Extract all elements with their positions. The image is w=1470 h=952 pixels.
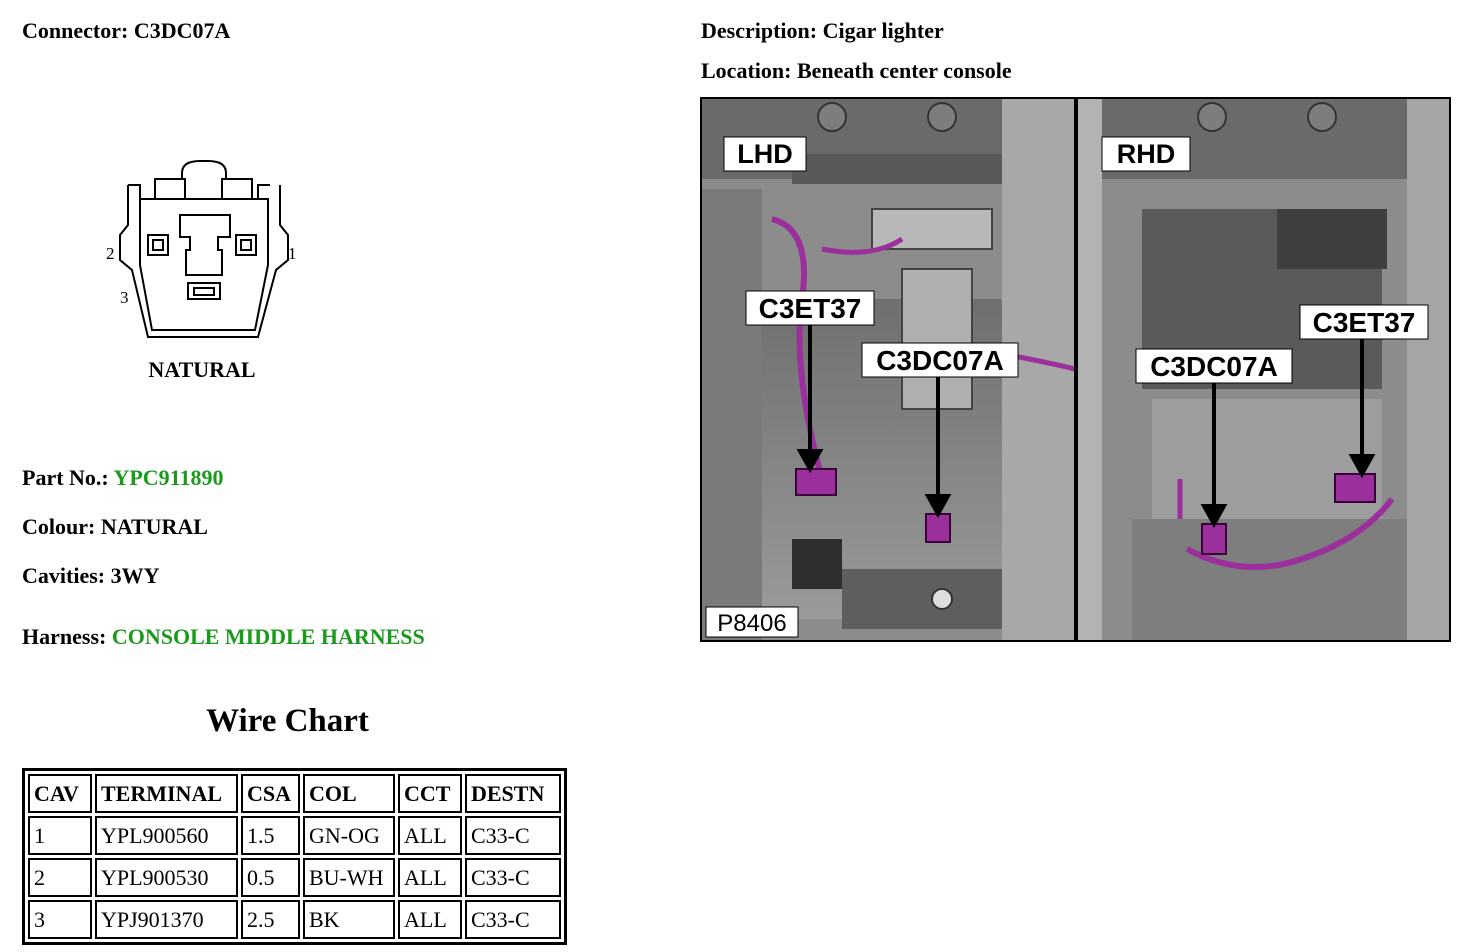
pin-1-label: 1 <box>288 244 297 263</box>
cell-cct: ALL <box>398 816 462 855</box>
header-cct: CCT <box>398 774 462 813</box>
cell-col: BU-WH <box>303 858 395 897</box>
lhd-c3et37-label: C3ET37 <box>759 293 862 324</box>
harness-label: Harness: <box>22 624 107 649</box>
table-row: 3 YPJ901370 2.5 BK ALL C33-C <box>28 900 561 939</box>
colour-field: Colour: NATURAL <box>22 514 208 540</box>
part-no-label: Part No.: <box>22 465 109 490</box>
part-no-field: Part No.: YPC911890 <box>22 465 223 491</box>
harness-field: Harness: CONSOLE MIDDLE HARNESS <box>22 624 425 650</box>
harness-value: CONSOLE MIDDLE HARNESS <box>111 624 425 649</box>
description-value: Cigar lighter <box>822 18 944 43</box>
description-label: Description: <box>701 18 818 43</box>
colour-label: Colour: <box>22 514 96 539</box>
location-value: Beneath center console <box>796 58 1012 83</box>
connector-face-diagram: 2 1 3 NATURAL <box>106 160 297 382</box>
table-row: 1 YPL900560 1.5 GN-OG ALL C33-C <box>28 816 561 855</box>
photo-reference: P8406 <box>717 610 786 637</box>
lhd-label: LHD <box>737 139 793 169</box>
cavities-field: Cavities: 3WY <box>22 563 159 589</box>
diagram-colour-label: NATURAL <box>148 357 255 382</box>
location-photo: LHD RHD C3ET37 C3DC07A C3DC07A C3ET37 P8… <box>700 97 1451 642</box>
cell-terminal: YPL900530 <box>95 858 238 897</box>
cell-col: BK <box>303 900 395 939</box>
part-no-value: YPC911890 <box>113 465 224 490</box>
cell-cav: 1 <box>28 816 92 855</box>
wire-chart-header-row: CAV TERMINAL CSA COL CCT DESTN <box>28 774 561 813</box>
wire-chart-table: CAV TERMINAL CSA COL CCT DESTN 1 YPL9005… <box>22 768 567 945</box>
cell-csa: 2.5 <box>241 900 300 939</box>
cell-cct: ALL <box>398 900 462 939</box>
header-col: COL <box>303 774 395 813</box>
cell-terminal: YPL900560 <box>95 816 238 855</box>
colour-value: NATURAL <box>100 514 208 539</box>
cell-csa: 1.5 <box>241 816 300 855</box>
location-photo-illustration: LHD RHD C3ET37 C3DC07A C3DC07A C3ET37 P8… <box>702 99 1449 640</box>
cavities-label: Cavities: <box>22 563 106 588</box>
description-field: Description: Cigar lighter <box>701 18 944 44</box>
cell-cct: ALL <box>398 858 462 897</box>
wire-chart-title: Wire Chart <box>206 703 369 739</box>
header-terminal: TERMINAL <box>95 774 238 813</box>
header-csa: CSA <box>241 774 300 813</box>
cell-destn: C33-C <box>465 816 561 855</box>
cell-terminal: YPJ901370 <box>95 900 238 939</box>
connector-value: C3DC07A <box>133 18 231 43</box>
cell-col: GN-OG <box>303 816 395 855</box>
header-destn: DESTN <box>465 774 561 813</box>
rhd-c3et37-label: C3ET37 <box>1313 307 1416 338</box>
location-label: Location: <box>701 58 792 83</box>
rhd-c3dc07a-label: C3DC07A <box>1150 351 1278 382</box>
cell-csa: 0.5 <box>241 858 300 897</box>
pin-3-label: 3 <box>120 288 129 307</box>
header-cav: CAV <box>28 774 92 813</box>
pin-2-label: 2 <box>106 244 115 263</box>
location-field: Location: Beneath center console <box>701 58 1012 84</box>
rhd-label: RHD <box>1117 139 1176 169</box>
connector-field: Connector: C3DC07A <box>22 18 230 44</box>
table-row: 2 YPL900530 0.5 BU-WH ALL C33-C <box>28 858 561 897</box>
connector-label: Connector: <box>22 18 129 43</box>
cavities-value: 3WY <box>110 563 160 588</box>
cell-destn: C33-C <box>465 900 561 939</box>
lhd-c3dc07a-label: C3DC07A <box>876 345 1004 376</box>
cell-cav: 3 <box>28 900 92 939</box>
cell-cav: 2 <box>28 858 92 897</box>
cell-destn: C33-C <box>465 858 561 897</box>
